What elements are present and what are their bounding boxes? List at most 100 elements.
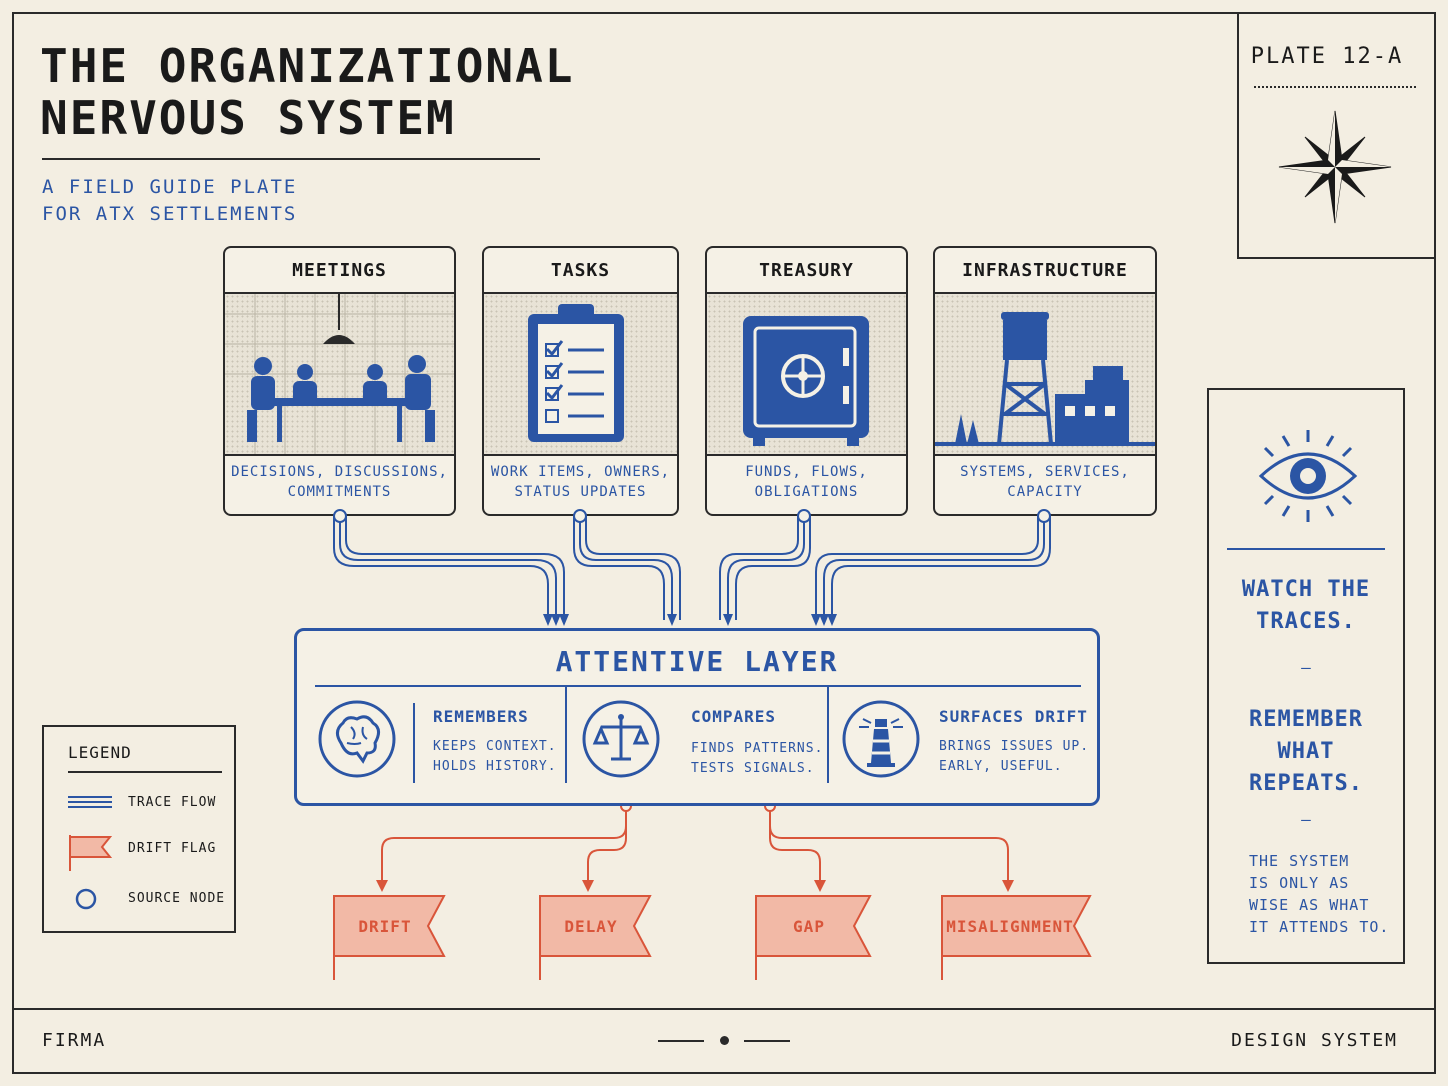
- scales-icon: [582, 700, 660, 778]
- trace-flow-treasury: [719, 516, 811, 620]
- card-title: TASKS: [550, 260, 611, 281]
- layer-title: ATTENTIVE LAYER: [555, 645, 839, 678]
- lighthouse-icon: [842, 700, 920, 778]
- feature-surfaces-drift-desc: BRINGS ISSUES UP. EARLY, USEFUL.: [939, 737, 1089, 777]
- feature-desc-line2: EARLY, USEFUL.: [939, 759, 1063, 774]
- footer-divider: [14, 1008, 1434, 1010]
- footer-ornament-left: [658, 1040, 704, 1042]
- flag-gap-label: GAP: [793, 917, 825, 936]
- legend: LEGEND TRACE FLOW DRIFT FLAG SOURCE NODE: [42, 725, 236, 933]
- feature-desc-line1: KEEPS CONTEXT.: [433, 739, 557, 754]
- safe-vault-icon: [743, 316, 869, 446]
- side-panel: WATCH THE TRACES. — REMEMBER WHAT REPEAT…: [1207, 388, 1405, 964]
- page-title: THE ORGANIZATIONAL NERVOUS SYSTEM: [40, 40, 575, 144]
- legend-source-node-label: SOURCE NODE: [128, 891, 226, 906]
- feature-compares-title: COMPARES: [691, 707, 777, 726]
- trace-flow-meetings: [333, 516, 565, 620]
- meeting-people-icon: [225, 294, 454, 454]
- card-title: MEETINGS: [292, 260, 387, 281]
- quote-watch-traces: WATCH THE TRACES.: [1209, 574, 1403, 638]
- drift-flag-icon: [941, 895, 1092, 957]
- plate-box: [1237, 14, 1434, 259]
- feature-desc-line2: HOLDS HISTORY.: [433, 759, 557, 774]
- brain-icon: [318, 700, 396, 778]
- page-title-line2: NERVOUS SYSTEM: [40, 91, 456, 145]
- feature-desc-line1: BRINGS ISSUES UP.: [939, 739, 1090, 754]
- legend-trace-flow-label: TRACE FLOW: [128, 795, 217, 810]
- drift-flag-icon: [333, 895, 446, 957]
- plate-label: PLATE 12-A: [1250, 44, 1404, 69]
- footer-ornament-right: [744, 1040, 790, 1042]
- legend-rule: [68, 771, 222, 773]
- card-description: DECISIONS, DISCUSSIONS, COMMITMENTS: [225, 462, 454, 502]
- card-illustration: [707, 292, 906, 456]
- card-description: FUNDS, FLOWS, OBLIGATIONS: [707, 462, 906, 502]
- footer-brand: FIRMA: [42, 1030, 107, 1051]
- eye-icon: [1258, 430, 1358, 522]
- legend-title: LEGEND: [68, 743, 132, 762]
- card-desc-line2: OBLIGATIONS: [754, 484, 859, 500]
- card-desc-line2: COMMITMENTS: [287, 484, 392, 500]
- divider: [565, 687, 567, 783]
- side-note: THE SYSTEM IS ONLY AS WISE AS WHAT IT AT…: [1249, 850, 1403, 938]
- water-tower-icon: [935, 312, 1155, 446]
- card-description: SYSTEMS, SERVICES, CAPACITY: [935, 462, 1155, 502]
- legend-drift-flag-label: DRIFT FLAG: [128, 841, 217, 856]
- layer-rule: [315, 685, 1081, 687]
- flag-drift-label: DRIFT: [358, 917, 412, 936]
- feature-compares-desc: FINDS PATTERNS. TESTS SIGNALS.: [691, 739, 823, 779]
- card-title: TREASURY: [759, 260, 854, 281]
- quote1-line1: WATCH THE: [1241, 577, 1371, 602]
- card-desc-line1: WORK ITEMS, OWNERS,: [490, 464, 671, 480]
- outer-frame: [12, 12, 1436, 1074]
- side-note-line1: THE SYSTEM: [1249, 852, 1350, 870]
- subtitle-line1: A FIELD GUIDE PLATE: [42, 176, 298, 198]
- flag-delay-label: DELAY: [564, 917, 618, 936]
- flag-misalignment-label: MISALIGNMENT: [946, 917, 1074, 936]
- card-desc-line2: STATUS UPDATES: [514, 484, 647, 500]
- feature-remembers-title: REMEMBERS: [433, 707, 529, 726]
- feature-surfaces-drift-title: SURFACES DRIFT: [939, 707, 1088, 726]
- source-card-treasury: TREASURY FUNDS, FLOWS, OBLIGATIONS: [705, 246, 908, 516]
- quote-remember-repeats: REMEMBER WHAT REPEATS.: [1209, 704, 1403, 800]
- card-desc-line1: SYSTEMS, SERVICES,: [960, 464, 1130, 480]
- card-illustration: [484, 292, 677, 456]
- subtitle-line2: FOR ATX SETTLEMENTS: [42, 203, 298, 225]
- card-illustration: [225, 292, 454, 456]
- quote2-line1: REMEMBER: [1249, 707, 1363, 732]
- source-node: [797, 509, 811, 523]
- attentive-layer: ATTENTIVE LAYER REMEMBERS KEEPS CONTEXT.…: [294, 628, 1100, 806]
- trace-flow-tasks: [573, 516, 681, 620]
- side-note-line2: IS ONLY AS: [1249, 874, 1350, 892]
- feature-desc-line1: FINDS PATTERNS.: [691, 741, 824, 756]
- source-node: [573, 509, 587, 523]
- drift-flag-icon: [539, 895, 652, 957]
- drift-lines: [381, 806, 1009, 886]
- trace-flow-lines-icon: [68, 796, 112, 808]
- title-underline: [42, 158, 540, 160]
- card-desc-line1: DECISIONS, DISCUSSIONS,: [231, 464, 448, 480]
- footer-ornament-dot: [720, 1036, 729, 1045]
- source-card-tasks: TASKS WORK ITEMS, OWNERS, STATUS UPDATES: [482, 246, 679, 516]
- compass-star-icon: [1278, 110, 1392, 224]
- card-desc-line1: FUNDS, FLOWS,: [745, 464, 868, 480]
- plate-dotted-rule: [1254, 86, 1416, 88]
- trace-flow-infrastructure: [815, 516, 1051, 620]
- card-description: WORK ITEMS, OWNERS, STATUS UPDATES: [484, 462, 677, 502]
- side-rule: [1227, 548, 1385, 550]
- card-desc-line2: CAPACITY: [1007, 484, 1083, 500]
- card-title: INFRASTRUCTURE: [962, 260, 1128, 281]
- source-node: [333, 509, 347, 523]
- source-card-infrastructure: INFRASTRUCTURE: [933, 246, 1157, 516]
- feature-desc-line2: TESTS SIGNALS.: [691, 761, 815, 776]
- divider: [413, 703, 415, 783]
- side-separator: —: [1301, 658, 1311, 677]
- side-separator-2: —: [1301, 810, 1311, 829]
- source-card-meetings: MEETINGS DEC: [223, 246, 456, 516]
- side-note-line4: IT ATTENDS TO.: [1249, 918, 1390, 936]
- clipboard-checklist-icon: [528, 304, 624, 442]
- drift-flags: [333, 895, 1092, 980]
- page-subtitle: A FIELD GUIDE PLATE FOR ATX SETTLEMENTS: [42, 174, 297, 228]
- source-node-icon: [75, 888, 97, 910]
